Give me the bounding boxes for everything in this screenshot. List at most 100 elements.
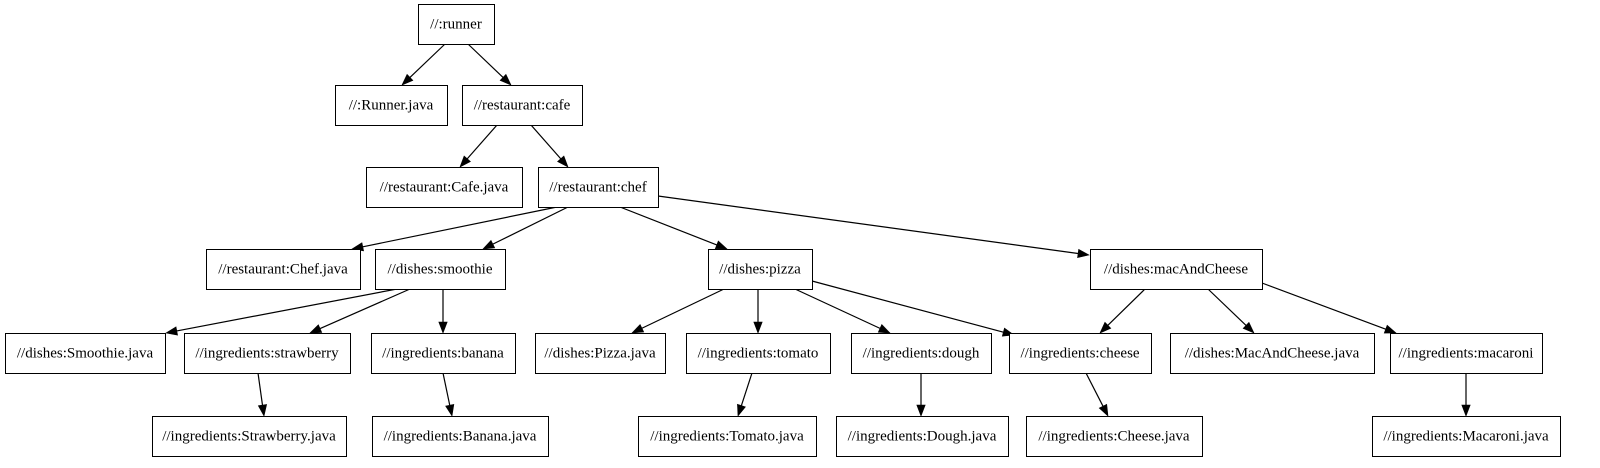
node-label: //ingredients:strawberry [195, 345, 339, 361]
node-box[interactable] [5, 333, 166, 374]
node-box[interactable] [206, 249, 361, 290]
graph-node[interactable]: //ingredients:Dough.java [836, 416, 1009, 457]
node-box[interactable] [851, 333, 992, 374]
graph-node[interactable]: //restaurant:Chef.java [206, 249, 361, 290]
dependency-edge [309, 288, 411, 334]
node-box[interactable] [335, 85, 448, 126]
graph-node[interactable]: //ingredients:Strawberry.java [152, 416, 347, 457]
node-label: //:Runner.java [349, 97, 434, 113]
dependency-edge [1261, 282, 1397, 334]
node-box[interactable] [372, 416, 549, 457]
node-box[interactable] [462, 85, 583, 126]
graph-node[interactable]: //dishes:Smoothie.java [5, 333, 166, 374]
dependency-edge [482, 206, 569, 250]
dependency-edge [916, 373, 926, 417]
node-label: //:runner [430, 16, 482, 32]
edge-arrowhead-icon [714, 240, 728, 250]
graph-node[interactable]: //dishes:smoothie [375, 249, 506, 290]
node-box[interactable] [152, 416, 347, 457]
node-box[interactable] [1170, 333, 1375, 374]
node-label: //dishes:macAndCheese [1104, 261, 1248, 277]
graph-node[interactable]: //dishes:macAndCheese [1090, 249, 1263, 290]
node-label: //ingredients:banana [382, 345, 504, 361]
edge-arrowhead-icon [1098, 403, 1109, 417]
node-label: //ingredients:cheese [1020, 345, 1139, 361]
edge-line [1085, 372, 1104, 407]
edge-line [319, 288, 411, 330]
dependency-edge [631, 288, 725, 334]
edge-arrowhead-icon [499, 73, 512, 86]
dependency-edge [442, 372, 455, 417]
edge-line [467, 43, 504, 78]
graph-node[interactable]: //ingredients:Cheese.java [1026, 416, 1203, 457]
edge-arrowhead-icon [309, 324, 323, 334]
graph-node[interactable]: //restaurant:chef [538, 167, 659, 208]
dependency-edge [657, 195, 1090, 259]
node-box[interactable] [375, 249, 506, 290]
dependency-edge [401, 43, 446, 86]
node-box[interactable] [638, 416, 817, 457]
node-box[interactable] [366, 167, 523, 208]
graph-node[interactable]: //dishes:pizza [708, 249, 813, 290]
edge-arrowhead-icon [1242, 321, 1255, 334]
graph-node[interactable]: //ingredients:Macaroni.java [1372, 416, 1561, 457]
edge-arrowhead-icon [737, 403, 746, 417]
edge-arrowhead-icon [557, 155, 569, 168]
node-box[interactable] [708, 249, 813, 290]
edge-arrowhead-icon [445, 403, 455, 417]
graph-node[interactable]: //ingredients:macaroni [1390, 333, 1543, 374]
graph-node[interactable]: //restaurant:cafe [462, 85, 583, 126]
node-box[interactable] [1372, 416, 1561, 457]
node-box[interactable] [1009, 333, 1152, 374]
edge-arrowhead-icon [482, 239, 496, 250]
dependency-edge [438, 289, 448, 334]
node-label: //restaurant:Cafe.java [380, 179, 509, 195]
graph-node[interactable]: //:Runner.java [335, 85, 448, 126]
graph-node[interactable]: //restaurant:Cafe.java [366, 167, 523, 208]
edge-line [657, 195, 1079, 255]
node-box[interactable] [1026, 416, 1203, 457]
graph-node[interactable]: //:runner [418, 4, 495, 45]
dependency-edge [1207, 288, 1255, 334]
node-label: //ingredients:macaroni [1399, 345, 1534, 361]
edge-line [442, 372, 451, 406]
edge-line [1207, 288, 1247, 326]
graph-node[interactable]: //ingredients:cheese [1009, 333, 1152, 374]
node-label: //restaurant:cafe [474, 97, 571, 113]
dependency-edge [459, 124, 498, 168]
node-box[interactable] [184, 333, 351, 374]
node-label: //ingredients:tomato [698, 345, 819, 361]
node-label: //dishes:Smoothie.java [17, 345, 154, 361]
node-box[interactable] [1090, 249, 1263, 290]
node-label: //dishes:smoothie [388, 261, 493, 277]
node-box[interactable] [1390, 333, 1543, 374]
node-label: //dishes:pizza [719, 261, 801, 277]
graph-node[interactable]: //dishes:MacAndCheese.java [1170, 333, 1375, 374]
node-label: //ingredients:Tomato.java [650, 428, 804, 444]
node-box[interactable] [418, 4, 495, 45]
graph-node[interactable]: //ingredients:banana [371, 333, 516, 374]
graph-node[interactable]: //ingredients:Tomato.java [638, 416, 817, 457]
edge-arrowhead-icon [1461, 404, 1471, 417]
edge-arrowhead-icon [916, 404, 926, 417]
graph-node[interactable]: //dishes:Pizza.java [535, 333, 666, 374]
graph-node[interactable]: //ingredients:Banana.java [372, 416, 549, 457]
node-box[interactable] [538, 167, 659, 208]
nodes-layer: //:runner //:Runner.java //restaurant:cafe… [5, 4, 1561, 457]
graph-node[interactable]: //ingredients:dough [851, 333, 992, 374]
node-label: //dishes:Pizza.java [544, 345, 656, 361]
edge-arrowhead-icon [257, 404, 268, 417]
dependency-edge [467, 43, 512, 86]
node-box[interactable] [836, 416, 1009, 457]
edge-arrowhead-icon [753, 321, 763, 334]
node-box[interactable] [686, 333, 831, 374]
node-box[interactable] [371, 333, 516, 374]
graph-node[interactable]: //ingredients:tomato [686, 333, 831, 374]
edge-arrowhead-icon [165, 326, 178, 336]
graph-node[interactable]: //ingredients:strawberry [184, 333, 351, 374]
edge-line [1107, 288, 1146, 326]
edge-line [492, 206, 569, 245]
edge-line [794, 288, 881, 329]
node-box[interactable] [535, 333, 666, 374]
node-label: //ingredients:Strawberry.java [162, 428, 336, 444]
